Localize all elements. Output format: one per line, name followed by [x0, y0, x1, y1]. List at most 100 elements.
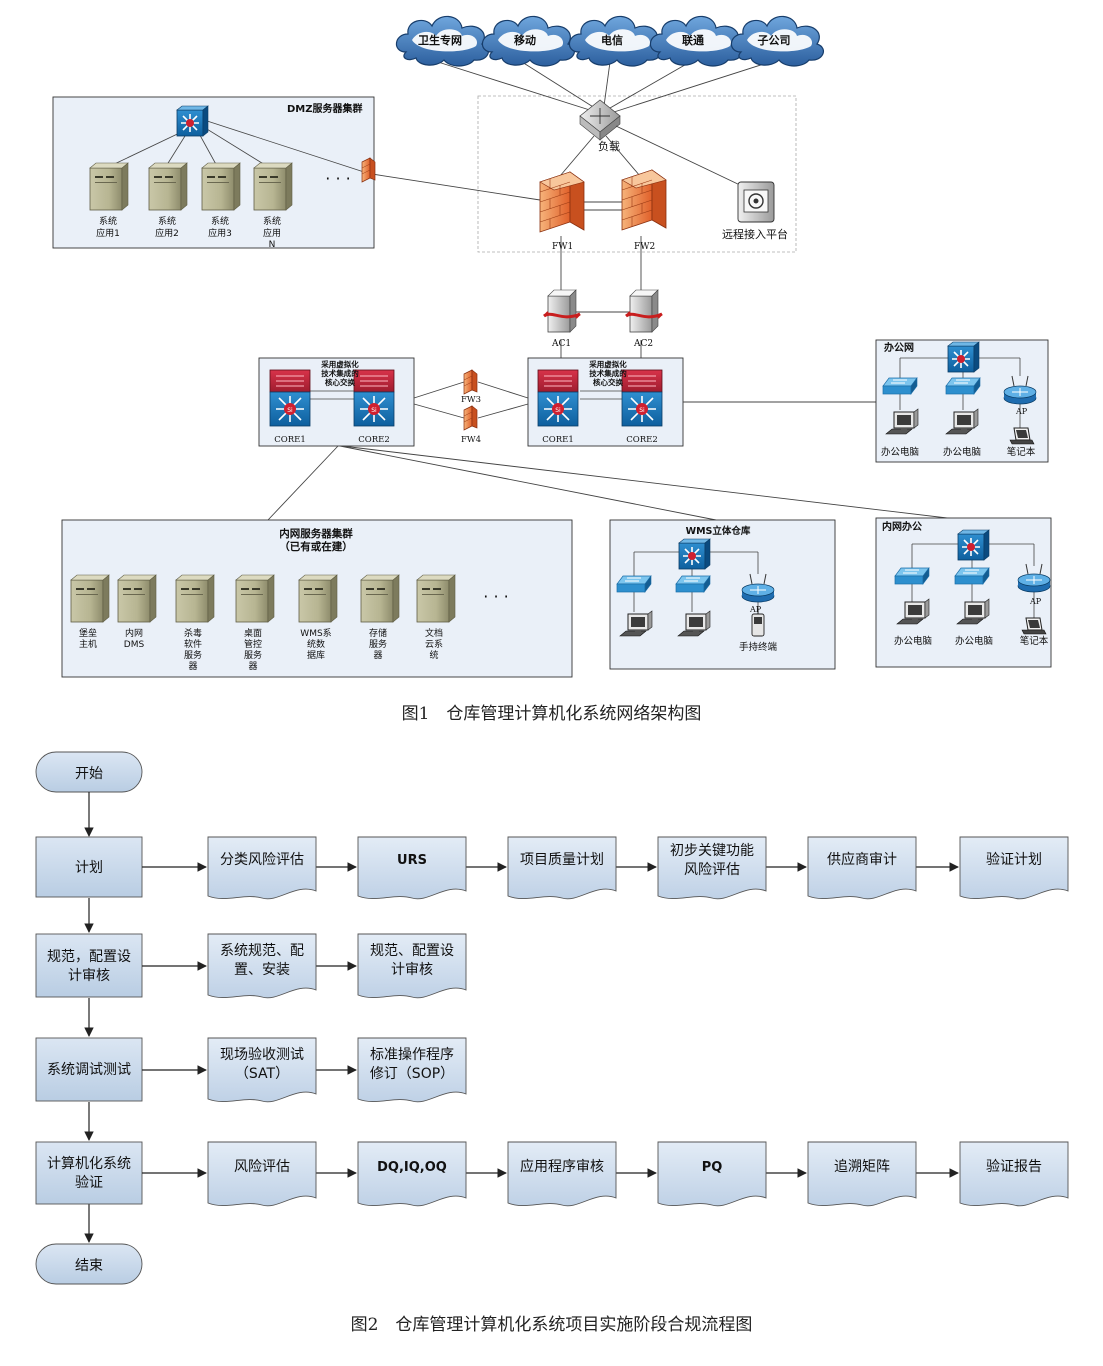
- load-balancer-icon: [579, 99, 621, 141]
- intranet-server-label: 存储: [369, 627, 387, 639]
- cloud-mobile: 移动: [481, 15, 576, 67]
- wms-title: WMS立体仓库: [686, 525, 751, 537]
- fw4-label: FW4: [461, 435, 481, 445]
- core-group-right: 采用虚拟化 技术集成的 核心交换 CORE1 CORE2: [527, 357, 684, 447]
- doc-classified-risk-assessment: 分类风险评估: [207, 836, 317, 900]
- doc-label: 系统规范、配: [220, 942, 304, 959]
- core-note: 采用虚拟化: [320, 359, 359, 369]
- doc-preliminary-function-risk: 初步关键功能 风险评估: [657, 836, 767, 900]
- doc-label: 风险评估: [684, 862, 740, 878]
- doc-dq-iq-oq: DQ,IQ,OQ: [357, 1141, 467, 1207]
- core-note: 技术集成的: [589, 368, 627, 378]
- doc-label: 现场验收测试: [220, 1047, 304, 1063]
- intranet-server-label: 主机: [79, 638, 97, 650]
- cloud-telecom: 电信: [568, 15, 663, 67]
- intranet-office-title: 内网办公: [882, 520, 922, 533]
- doc-label: URS: [397, 853, 427, 868]
- dmz-server-label: 系统: [263, 215, 281, 227]
- perimeter-zone: [477, 95, 797, 253]
- core2-left-icon: [353, 369, 395, 427]
- core2-right-icon: [621, 369, 663, 427]
- doc-label: 供应商审计: [827, 851, 897, 868]
- stage-label: 计算机化系统: [47, 1156, 131, 1172]
- office-pc-label: 办公电脑: [943, 446, 981, 458]
- doc-traceability-matrix: 追溯矩阵: [807, 1141, 917, 1207]
- intranet-office-access-switch-icon: [954, 567, 990, 585]
- cloud-label: 卫生专网: [418, 33, 462, 47]
- doc-label: 应用程序审核: [520, 1158, 604, 1175]
- doc-pq: PQ: [657, 1141, 767, 1207]
- doc-label: 分类风险评估: [220, 852, 304, 868]
- load-balancer-label: 负载: [598, 139, 620, 153]
- cloud-label: 电信: [601, 33, 623, 47]
- stage-spec-review: 规范，配置设 计审核: [35, 933, 143, 998]
- doc-label: 标准操作程序: [370, 1047, 454, 1063]
- figure2-caption: 图2 仓库管理计算机化系统项目实施阶段合规流程图: [350, 1315, 753, 1335]
- ac2-label: AC2: [633, 339, 653, 349]
- intranet-server-label: 云系: [425, 639, 443, 650]
- firewall-fw1-icon: [539, 171, 585, 233]
- fw1-label: FW1: [552, 242, 573, 252]
- fw3-label: FW3: [461, 395, 481, 405]
- wms-ap-label: AP: [749, 605, 762, 614]
- office-access-switch-icon: [882, 377, 918, 395]
- doc-risk-assessment: 风险评估: [207, 1141, 317, 1207]
- doc-label: DQ,IQ,OQ: [377, 1160, 447, 1175]
- doc-validation-plan: 验证计划: [959, 836, 1069, 900]
- wms-access-switch-icon: [616, 575, 652, 593]
- dmz-server-label: 应用1: [96, 227, 120, 239]
- stage-label: 验证: [75, 1175, 103, 1191]
- stage-label: 规范，配置设: [47, 948, 131, 965]
- stage-commissioning-test: 系统调试测试: [35, 1037, 143, 1102]
- intranet-server-icon: [235, 574, 275, 623]
- intranet-office: 内网办公 AP 办公电脑 办公电脑 笔记本: [875, 517, 1052, 668]
- doc-system-spec-install: 系统规范、配 置、安装: [207, 933, 317, 999]
- stage-system-validation: 计算机化系统 验证: [35, 1141, 143, 1205]
- intranet-server-label: 内网: [125, 627, 143, 639]
- intranet-server-label: 统数: [307, 638, 325, 650]
- stage-label: 计审核: [68, 968, 110, 984]
- doc-label: 验证计划: [986, 852, 1042, 868]
- intranet-title: 内网服务器集群: [279, 527, 353, 540]
- doc-label: 项目质量计划: [520, 852, 604, 868]
- dmz-server-n-icon: [253, 162, 293, 211]
- dmz-server-label: 系统: [158, 215, 176, 227]
- stage-plan: 计划: [35, 836, 143, 898]
- office-access-switch-icon: [945, 377, 981, 395]
- doc-label: 规范、配置设: [370, 942, 454, 959]
- doc-label: 验证报告: [986, 1159, 1042, 1175]
- doc-label: （SAT）: [235, 1066, 289, 1082]
- doc-label: 置、安装: [234, 962, 290, 978]
- intranet-server-label: 文档: [425, 627, 443, 639]
- intranet-server-icon: [416, 574, 456, 623]
- intranet-server-label: WMS系: [300, 628, 331, 639]
- dmz-server-label: 应用2: [155, 227, 179, 239]
- office-core-switch-icon: [947, 341, 980, 373]
- cloud-label: 子公司: [758, 34, 791, 47]
- core-note: 技术集成的: [321, 368, 359, 378]
- office-ap-label: AP: [1015, 407, 1028, 416]
- dmz-switch-icon: [176, 105, 209, 137]
- intranet-server-icon: [175, 574, 215, 623]
- firewall-fw3-icon: [463, 369, 478, 395]
- core-group-left: 采用虚拟化 技术集成的 核心交换 CORE1 CORE2: [258, 357, 415, 447]
- intranet-office-core-switch-icon: [957, 529, 990, 561]
- intranet-server-label: 管控: [244, 638, 262, 650]
- dmz-server-1-icon: [89, 162, 129, 211]
- core2-right-label: CORE2: [626, 435, 658, 445]
- intranet-office-access-switch-icon: [894, 567, 930, 585]
- dmz-server-label: 应用: [263, 227, 281, 239]
- core1-right-label: CORE1: [542, 435, 574, 445]
- doc-application-review: 应用程序审核: [507, 1141, 617, 1207]
- core-note: 核心交换: [593, 377, 623, 387]
- intranet-server-label: 器: [188, 661, 197, 672]
- doc-validation-report: 验证报告: [959, 1141, 1069, 1207]
- dmz-cluster: DMZ服务器集群 系统 应用1 系统 应用2 系统 应用3 系统 应用 N · …: [52, 96, 375, 250]
- core2-left-label: CORE2: [358, 435, 390, 445]
- office-pc-label: 办公电脑: [881, 446, 919, 458]
- core-note: 采用虚拟化: [588, 359, 627, 369]
- doc-label: 初步关键功能: [670, 842, 754, 859]
- core1-right-icon: [537, 369, 579, 427]
- intranet-server-label: 器: [373, 650, 382, 661]
- ac1-label: AC1: [551, 339, 571, 349]
